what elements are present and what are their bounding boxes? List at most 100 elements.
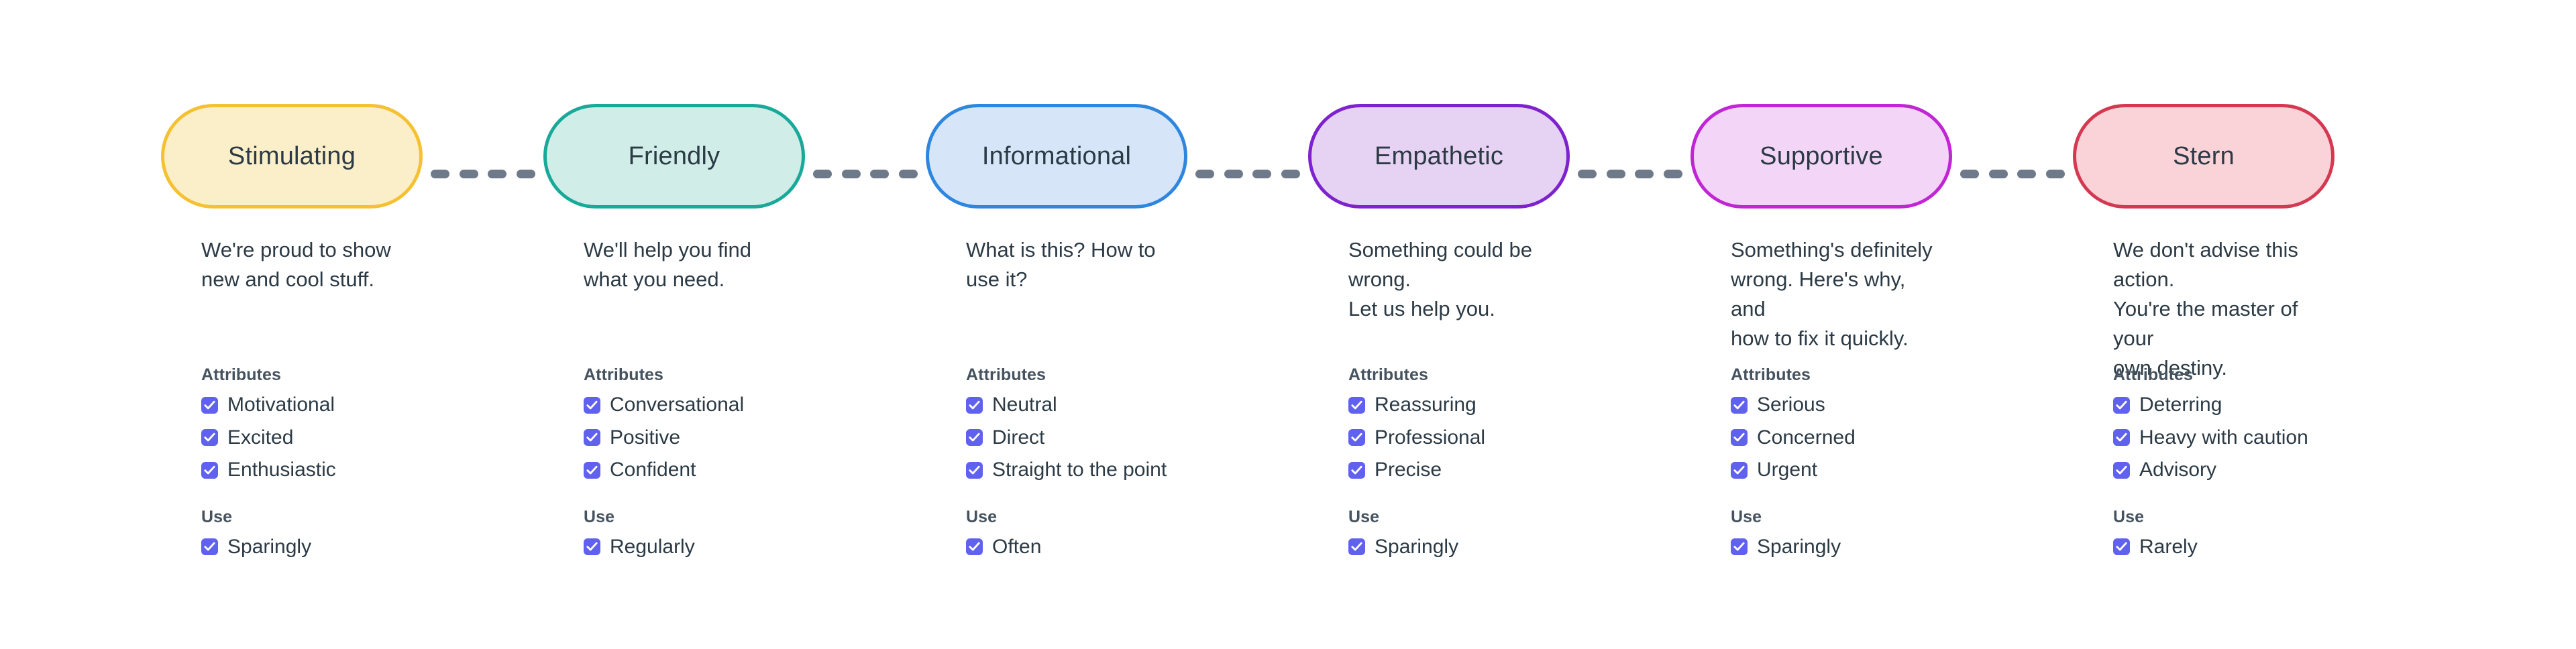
checkbox-item[interactable]: Sparingly [201,536,423,559]
connector-slot [1570,104,1690,245]
checkbox-item[interactable]: Serious [1731,394,1952,417]
tone-pill[interactable]: Supportive [1690,104,1952,209]
checkbox-item[interactable]: Excited [201,426,423,450]
checkbox-item[interactable]: Motivational [201,394,423,417]
connector-dash [459,170,478,178]
check-glyph [586,433,598,442]
checkbox-checked-icon[interactable] [1348,538,1365,556]
checkbox-checked-icon[interactable] [201,461,218,479]
checkbox-label: Heavy with caution [2139,426,2308,449]
checkbox-item[interactable]: Regularly [584,536,805,559]
checkbox-label: Motivational [227,394,335,416]
checkbox-checked-icon[interactable] [1731,396,1748,414]
checkbox-checked-icon[interactable] [1348,396,1365,414]
checkbox-item[interactable]: Heavy with caution [2113,426,2334,450]
checkbox-label: Advisory [2139,459,2217,481]
checkbox-checked-icon[interactable] [2113,538,2130,556]
tone-pill-label: Supportive [1760,142,1883,170]
checkbox-label: Confident [610,459,696,481]
checkbox-item[interactable]: Professional [1348,426,1570,450]
tone-description: Something could be wrong. Let us help yo… [1348,238,1533,321]
checkbox-checked-icon[interactable] [1348,461,1365,479]
checkbox-label: Sparingly [1757,535,1841,558]
checkbox-label: Sparingly [1375,535,1459,558]
checkbox-checked-icon[interactable] [2113,429,2130,447]
checkbox-label: Often [992,535,1042,558]
checkbox-checked-icon[interactable] [966,461,983,479]
checkbox-checked-icon[interactable] [966,538,983,556]
checkbox-checked-icon[interactable] [584,538,600,556]
checkbox-item[interactable]: Straight to the point [966,459,1187,482]
use-list: Sparingly [201,536,423,559]
tone-description: We're proud to show new and cool stuff. [201,238,391,292]
checkbox-item[interactable]: Precise [1348,459,1570,482]
check-glyph [2116,433,2127,442]
checkbox-label: Sparingly [227,535,312,558]
connector-dash [2017,170,2037,178]
checkbox-checked-icon[interactable] [584,461,600,479]
checkbox-item[interactable]: Advisory [2113,459,2334,482]
connector-dash [488,170,507,178]
checkbox-item[interactable]: Sparingly [1348,536,1570,559]
checkbox-item[interactable]: Enthusiastic [201,459,423,482]
checkbox-item[interactable]: Conversational [584,394,805,417]
checkbox-checked-icon[interactable] [1731,538,1748,556]
tone-pill-label: Empathetic [1374,142,1504,170]
checkbox-checked-icon[interactable] [966,429,983,447]
connector-dash [1224,170,1243,178]
tone-pill[interactable]: Stimulating [161,104,423,209]
connector-dash [870,170,890,178]
check-glyph [1351,433,1362,442]
connector-slot [423,104,543,245]
check-glyph [969,542,980,551]
checkbox-item[interactable]: Often [966,536,1187,559]
checkbox-item[interactable]: Direct [966,426,1187,450]
use-heading: Use [201,507,233,526]
attributes-heading: Attributes [2113,365,2194,384]
checkbox-item[interactable]: Confident [584,459,805,482]
connector-dash [813,170,832,178]
checkbox-item[interactable]: Rarely [2113,536,2334,559]
checkbox-item[interactable]: Deterring [2113,394,2334,417]
checkbox-checked-icon[interactable] [966,396,983,414]
checkbox-item[interactable]: Sparingly [1731,536,1952,559]
check-glyph [2116,542,2127,551]
checkbox-checked-icon[interactable] [1731,429,1748,447]
checkbox-item[interactable]: Positive [584,426,805,450]
connector-slot [805,104,926,245]
checkbox-item[interactable]: Urgent [1731,459,1952,482]
tone-pill[interactable]: Friendly [543,104,805,209]
connector-slot [1952,104,2073,245]
checkbox-checked-icon[interactable] [584,396,600,414]
checkbox-item[interactable]: Concerned [1731,426,1952,450]
checkbox-checked-icon[interactable] [2113,396,2130,414]
tone-pill[interactable]: Stern [2073,104,2334,209]
checkbox-checked-icon[interactable] [201,396,218,414]
checkbox-checked-icon[interactable] [1731,461,1748,479]
checkbox-checked-icon[interactable] [1348,429,1365,447]
checkbox-label: Conversational [610,394,745,416]
tone-pill[interactable]: Informational [926,104,1187,209]
checkbox-label: Urgent [1757,459,1818,481]
checkbox-item[interactable]: Neutral [966,394,1187,417]
tone-pill[interactable]: Empathetic [1308,104,1570,209]
checkbox-checked-icon[interactable] [2113,461,2130,479]
checkbox-checked-icon[interactable] [201,538,218,556]
dashed-connector-line [431,170,535,178]
checkbox-item[interactable]: Reassuring [1348,394,1570,417]
connector-dash [431,170,449,178]
checkbox-checked-icon[interactable] [201,429,218,447]
checkbox-label: Regularly [610,535,695,558]
checkbox-checked-icon[interactable] [584,429,600,447]
checkbox-label: Excited [227,426,294,449]
check-glyph [2116,400,2127,410]
tone-pill-label: Informational [981,142,1132,170]
